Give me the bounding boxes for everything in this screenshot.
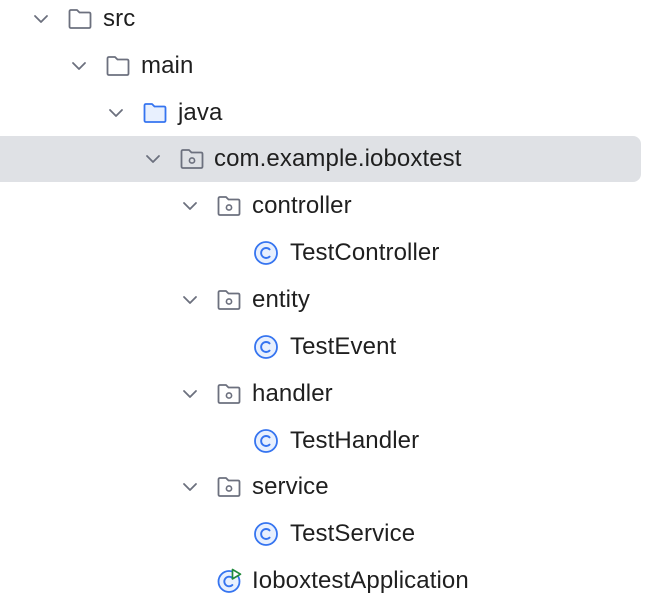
package-icon (217, 290, 241, 310)
tree-item-testservice[interactable]: TestService (0, 511, 661, 557)
tree-item-label: java (178, 99, 223, 126)
package-icon (217, 477, 241, 497)
folder-icon (68, 9, 92, 29)
chevron-down-icon[interactable] (31, 9, 51, 29)
selection-highlight (0, 136, 641, 182)
package-icon (180, 149, 204, 169)
tree-item-main[interactable]: main (0, 43, 661, 89)
tree-item-handler[interactable]: handler (0, 371, 661, 417)
class-icon (254, 429, 278, 453)
source-folder-icon (143, 103, 167, 123)
tree-item-ioboxtestapplication[interactable]: IoboxtestApplication (0, 558, 661, 604)
tree-item-label: handler (252, 380, 333, 407)
class-icon (254, 335, 278, 359)
chevron-down-icon[interactable] (180, 477, 200, 497)
chevron-down-icon[interactable] (180, 290, 200, 310)
tree-item-label: IoboxtestApplication (252, 567, 469, 594)
tree-item-com-example-ioboxtest[interactable]: com.example.ioboxtest (0, 136, 661, 182)
class-icon (254, 522, 278, 546)
chevron-down-icon[interactable] (180, 384, 200, 404)
tree-item-testevent[interactable]: TestEvent (0, 324, 661, 370)
tree-item-testhandler[interactable]: TestHandler (0, 418, 661, 464)
tree-item-label: com.example.ioboxtest (214, 145, 462, 172)
tree-item-controller[interactable]: controller (0, 183, 661, 229)
tree-item-entity[interactable]: entity (0, 277, 661, 323)
tree-item-label: src (103, 5, 136, 32)
chevron-down-icon[interactable] (180, 196, 200, 216)
tree-item-testcontroller[interactable]: TestController (0, 230, 661, 276)
tree-item-service[interactable]: service (0, 464, 661, 510)
package-icon (217, 196, 241, 216)
tree-item-label: service (252, 473, 329, 500)
tree-item-label: TestEvent (290, 333, 397, 360)
tree-item-label: main (141, 52, 194, 79)
tree-item-label: TestHandler (290, 427, 420, 454)
tree-item-src[interactable]: src (0, 0, 661, 42)
chevron-down-icon[interactable] (106, 103, 126, 123)
tree-item-label: controller (252, 192, 352, 219)
tree-item-label: entity (252, 286, 310, 313)
folder-icon (106, 56, 130, 76)
spring-boot-class-icon (217, 568, 242, 593)
tree-item-java[interactable]: java (0, 90, 661, 136)
class-icon (254, 241, 278, 265)
package-icon (217, 384, 241, 404)
run-icon (231, 568, 242, 580)
tree-item-label: TestService (290, 520, 416, 547)
chevron-down-icon[interactable] (69, 56, 89, 76)
tree-item-label: TestController (290, 239, 440, 266)
chevron-down-icon[interactable] (143, 149, 163, 169)
